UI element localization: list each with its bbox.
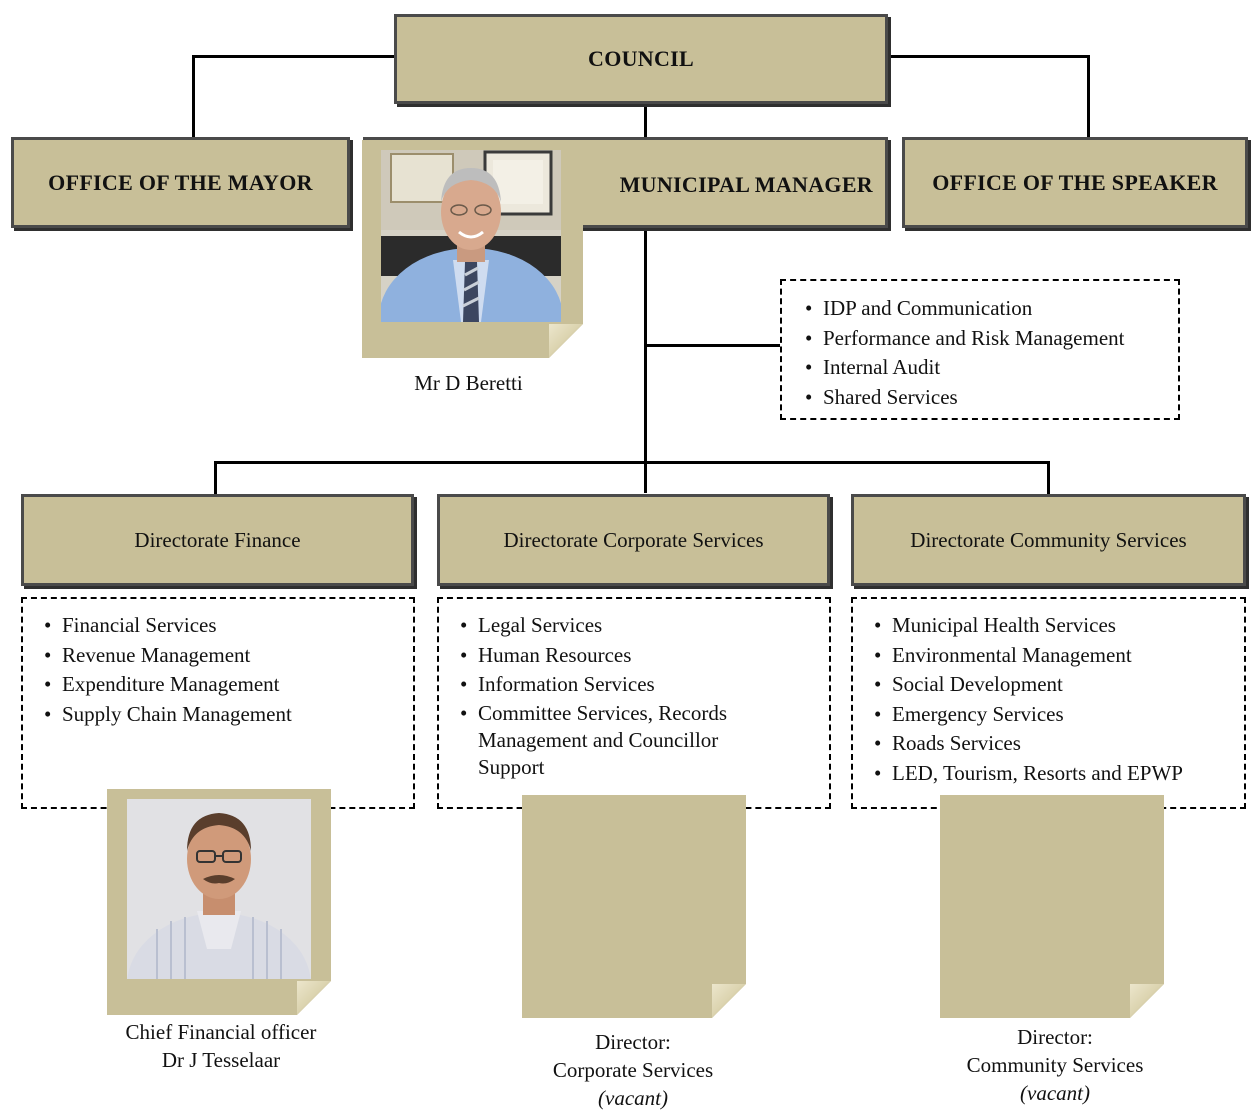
community-functions-list: Municipal Health Services Environmental … [872, 611, 1244, 788]
page-curl-icon [1130, 984, 1164, 1018]
corporate-director-placeholder-note [522, 795, 746, 1018]
connector-community-drop [1047, 461, 1050, 495]
connector-council-left [192, 55, 395, 58]
page-curl-icon [549, 324, 583, 358]
directorate-community-services-box: Directorate Community Services [851, 494, 1246, 586]
community-director-caption: Director: Community Services (vacant) [935, 1023, 1175, 1107]
cfo-photo [127, 799, 311, 979]
community-director-department: Community Services [966, 1053, 1144, 1077]
page-curl-icon [712, 984, 746, 1018]
corporate-functions-box: Legal Services Human Resources Informati… [437, 597, 831, 809]
list-item: IDP and Communication [803, 294, 1178, 324]
corporate-director-title: Director: [595, 1030, 671, 1054]
office-of-the-speaker-box: OFFICE OF THE SPEAKER [902, 137, 1248, 228]
list-item: Information Services [458, 670, 788, 700]
list-item: Internal Audit [803, 353, 1178, 383]
cfo-name: Dr J Tesselaar [161, 1048, 281, 1072]
connector-finance-drop [214, 461, 217, 495]
list-item: Financial Services [42, 611, 413, 641]
finance-functions-box: Financial Services Revenue Management Ex… [21, 597, 415, 809]
directorate-corporate-services-box: Directorate Corporate Services [437, 494, 830, 586]
office-of-the-speaker-label: OFFICE OF THE SPEAKER [932, 169, 1218, 195]
community-functions-box: Municipal Health Services Environmental … [851, 597, 1246, 809]
connector-council-manager [644, 104, 647, 138]
municipal-manager-photo [381, 150, 561, 322]
list-item: LED, Tourism, Resorts and EPWP [872, 759, 1244, 789]
office-of-the-mayor-label: OFFICE OF THE MAYOR [48, 169, 313, 195]
list-item: Roads Services [872, 729, 1244, 759]
connector-council-right [886, 55, 1090, 58]
corporate-director-status: (vacant) [598, 1086, 668, 1110]
council-box: COUNCIL [394, 14, 888, 104]
list-item: Supply Chain Management [42, 700, 413, 730]
list-item: Human Resources [458, 641, 788, 671]
directorate-finance-label: Directorate Finance [134, 527, 301, 552]
corporate-functions-list: Legal Services Human Resources Informati… [458, 611, 788, 781]
community-director-title: Director: [1017, 1025, 1093, 1049]
community-director-placeholder-note [940, 795, 1164, 1018]
finance-functions-list: Financial Services Revenue Management Ex… [42, 611, 413, 729]
list-item: Performance and Risk Management [803, 324, 1178, 354]
connector-speaker-drop [1087, 55, 1090, 138]
municipal-manager-units-list: IDP and Communication Performance and Ri… [803, 294, 1178, 412]
directorate-community-services-label: Directorate Community Services [910, 527, 1187, 552]
community-director-status: (vacant) [1020, 1081, 1090, 1105]
list-item: Revenue Management [42, 641, 413, 671]
connector-units [644, 344, 782, 347]
office-of-the-mayor-box: OFFICE OF THE MAYOR [11, 137, 350, 228]
list-item: Legal Services [458, 611, 788, 641]
list-item: Emergency Services [872, 700, 1244, 730]
council-label: COUNCIL [588, 46, 694, 71]
municipal-manager-photo-note [362, 140, 583, 358]
corporate-director-department: Corporate Services [552, 1058, 714, 1082]
list-item: Social Development [872, 670, 1244, 700]
list-item: Environmental Management [872, 641, 1244, 671]
list-item: Shared Services [803, 383, 1178, 413]
municipal-manager-name: Mr D Beretti [414, 371, 523, 395]
connector-directorates-bar [214, 461, 1050, 464]
corporate-director-caption: Director: Corporate Services (vacant) [513, 1028, 753, 1112]
page-curl-icon [297, 981, 331, 1015]
directorate-corporate-services-label: Directorate Corporate Services [503, 527, 764, 552]
connector-mayor-drop [192, 55, 195, 138]
cfo-caption: Chief Financial officer Dr J Tesselaar [101, 1018, 341, 1074]
directorate-finance-box: Directorate Finance [21, 494, 414, 586]
municipal-manager-label: MUNICIPAL MANAGER [619, 171, 873, 197]
connector-manager-trunk [644, 228, 647, 493]
list-item: Committee Services, Records Management a… [458, 700, 788, 781]
cfo-title: Chief Financial officer [125, 1020, 317, 1044]
municipal-manager-units-box: IDP and Communication Performance and Ri… [780, 279, 1180, 420]
list-item: Municipal Health Services [872, 611, 1244, 641]
list-item: Expenditure Management [42, 670, 413, 700]
cfo-photo-note [107, 789, 331, 1015]
